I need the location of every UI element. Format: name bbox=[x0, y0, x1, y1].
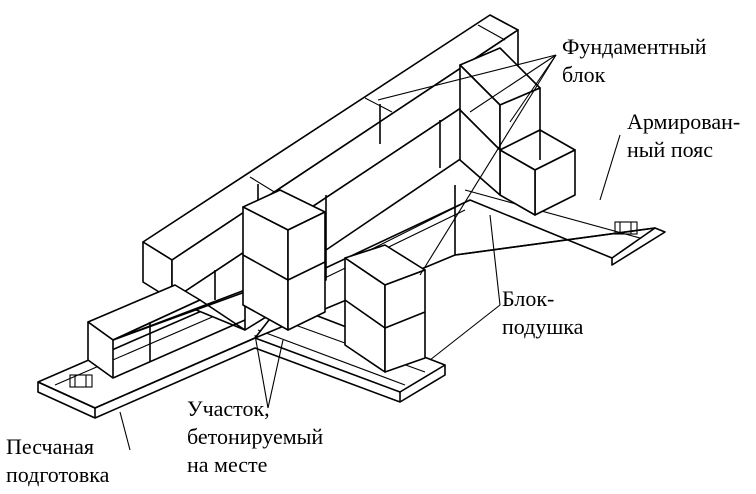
label-reinforced-belt-2: ный пояс bbox=[627, 137, 714, 162]
label-cast-in-place-2: бетонируемый bbox=[187, 424, 324, 449]
label-sand-bed-2: подготовка bbox=[6, 462, 110, 487]
label-cast-in-place-3: на месте bbox=[187, 452, 268, 477]
leader-lines bbox=[119, 54, 621, 451]
label-cast-in-place-1: Участок, bbox=[187, 396, 270, 421]
label-sand-bed-1: Песчаная bbox=[6, 434, 95, 459]
label-reinforced-belt-1: Армирован- bbox=[627, 109, 741, 134]
cushion-strip-front bbox=[37, 289, 446, 419]
right-wall bbox=[459, 47, 576, 216]
corner-column-center bbox=[344, 244, 426, 373]
label-cushion-block-2: подушка bbox=[502, 314, 584, 339]
label-cushion-block-1: Блок- bbox=[502, 286, 555, 311]
label-foundation-block-2: блок bbox=[562, 62, 606, 87]
corner-column-left bbox=[242, 189, 326, 331]
label-foundation-block-1: Фундаментный bbox=[562, 34, 707, 59]
